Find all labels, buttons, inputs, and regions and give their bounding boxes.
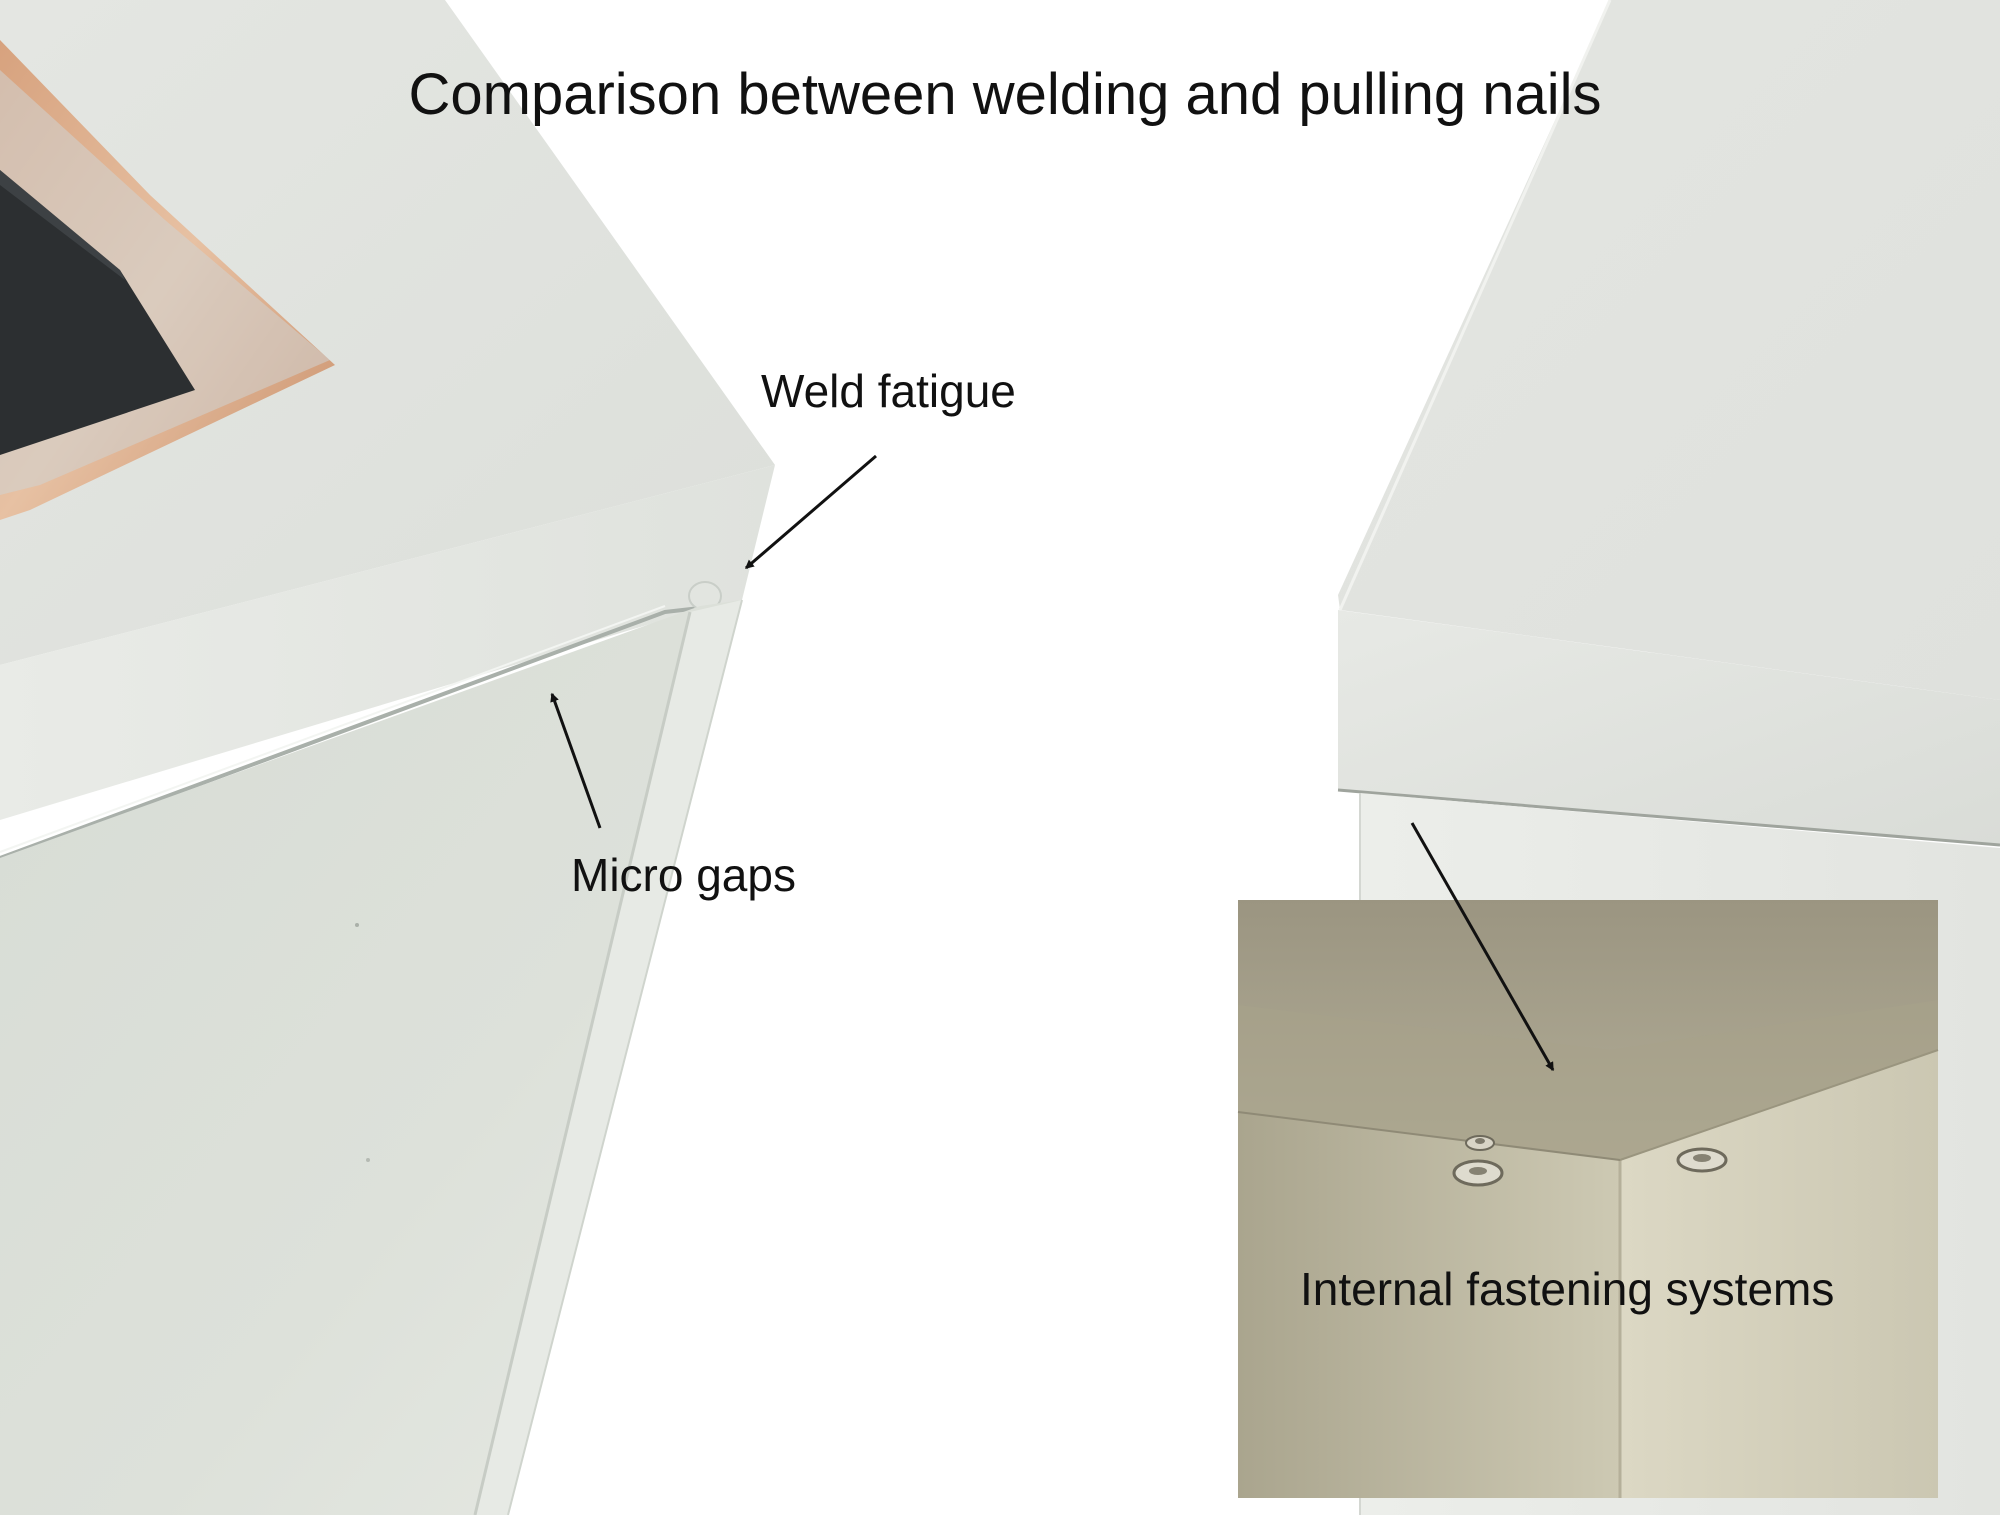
welded-cabinet-photo bbox=[0, 0, 775, 1515]
internal-fastening-arrow bbox=[1410, 822, 1555, 1072]
weld-fatigue-label: Weld fatigue bbox=[761, 365, 1016, 417]
rivet-heads bbox=[1452, 1135, 1728, 1187]
weld-fatigue-arrow bbox=[744, 454, 877, 570]
internal-fastening-label: Internal fastening systems bbox=[1300, 1263, 1835, 1315]
internal-fastening-inset bbox=[1237, 900, 1939, 1498]
micro-gaps-arrow bbox=[550, 692, 602, 829]
micro-gaps-label: Micro gaps bbox=[571, 849, 796, 901]
page-title: Comparison between welding and pulling n… bbox=[408, 62, 1602, 127]
